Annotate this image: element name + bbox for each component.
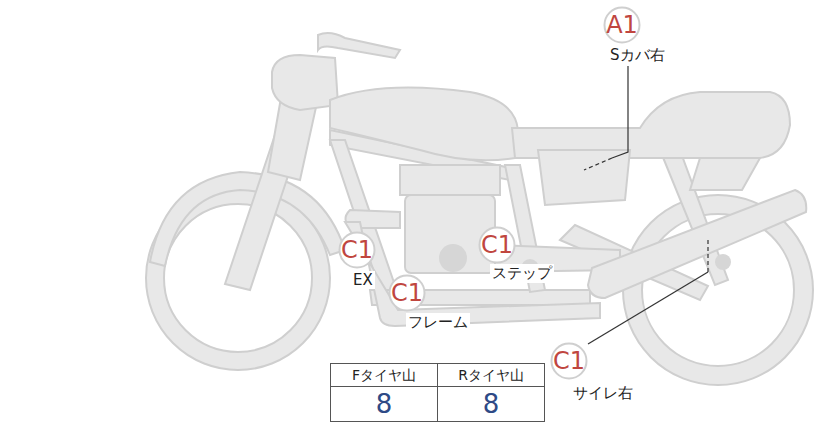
part-name: EX xyxy=(351,271,375,289)
table-value: 8 xyxy=(438,387,544,421)
callout-number: C1 xyxy=(550,342,588,380)
callout-circle: C1EX xyxy=(338,231,376,269)
table-header: Fタイヤ山 xyxy=(331,364,437,386)
part-name: サイレ右 xyxy=(571,384,635,403)
tire-table xyxy=(331,364,545,422)
callout-circle: C1ステップ xyxy=(478,226,516,264)
callout-number: C1 xyxy=(388,274,426,312)
table-header: Rタイヤ山 xyxy=(438,364,544,386)
callout-circle: C1フレーム xyxy=(388,274,426,312)
motorcycle-body xyxy=(146,33,813,385)
callout-circle: C1サイレ右 xyxy=(550,342,588,380)
callout-number: C1 xyxy=(478,226,516,264)
callout-number: C1 xyxy=(338,231,376,269)
part-name: フレーム xyxy=(406,313,470,332)
callout-number: A1 xyxy=(603,6,641,44)
callout-circle: A1Sカバ右 xyxy=(603,6,641,44)
leader-lines xyxy=(584,66,708,344)
table-value: 8 xyxy=(331,387,437,421)
part-name: ステップ xyxy=(490,264,554,283)
part-name: Sカバ右 xyxy=(608,46,667,65)
